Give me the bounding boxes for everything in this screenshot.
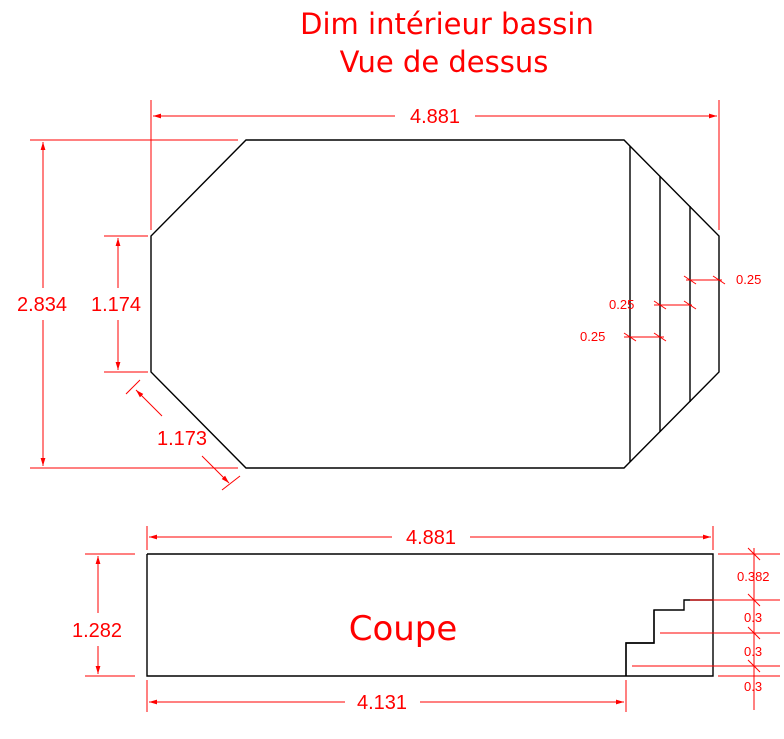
tick-r-1	[747, 593, 761, 607]
top-end-side-label: 1.174	[91, 294, 141, 316]
step-width-1-label: 0.25	[580, 329, 605, 344]
section-step-height-1-label: 0.3	[744, 610, 762, 625]
tick-r-2	[747, 626, 761, 640]
title-line-1: Dim intérieur bassin	[300, 7, 594, 41]
tick-step-2a	[653, 300, 667, 310]
section-length-label: 4.881	[406, 527, 456, 549]
tick-r-3	[747, 659, 761, 673]
step-width-2-label: 0.25	[609, 297, 634, 312]
section-label: Coupe	[349, 609, 458, 649]
section-step-height-2-label: 0.3	[744, 644, 762, 659]
ext-line-chamfer-b	[221, 475, 241, 491]
tick-step-3b	[712, 275, 726, 285]
section-floor-label: 4.131	[357, 692, 407, 714]
section-top-offset-label: 0.382	[737, 569, 770, 584]
dim-line-chamfer-a	[135, 389, 163, 417]
section-outline	[146, 553, 714, 677]
section-depth-label: 1.282	[72, 620, 122, 642]
tick-r-0	[747, 547, 761, 561]
pool-outline	[150, 139, 720, 469]
stair-profile	[625, 599, 713, 676]
title-line-2: Vue de dessus	[340, 45, 549, 79]
top-length-label: 4.881	[410, 106, 460, 128]
tick-step-1b	[653, 332, 667, 342]
step-width-3-label: 0.25	[736, 272, 761, 287]
section-step-height-3-label: 0.3	[744, 679, 762, 694]
tick-step-2b	[683, 300, 697, 310]
top-width-label: 2.834	[17, 294, 67, 316]
section-view: Coupe 4.881 1.282 4.131 0.382 0.3 0.3	[72, 526, 780, 714]
top-chamfer-label: 1.173	[157, 428, 207, 450]
top-view: 4.881 2.834 1.174 1.173 0.25 0.25 0.25	[17, 100, 761, 491]
ext-line-chamfer-a	[125, 379, 141, 395]
tick-step-3a	[683, 275, 697, 285]
tick-step-1a	[623, 332, 637, 342]
dim-line-chamfer-b	[201, 455, 230, 484]
